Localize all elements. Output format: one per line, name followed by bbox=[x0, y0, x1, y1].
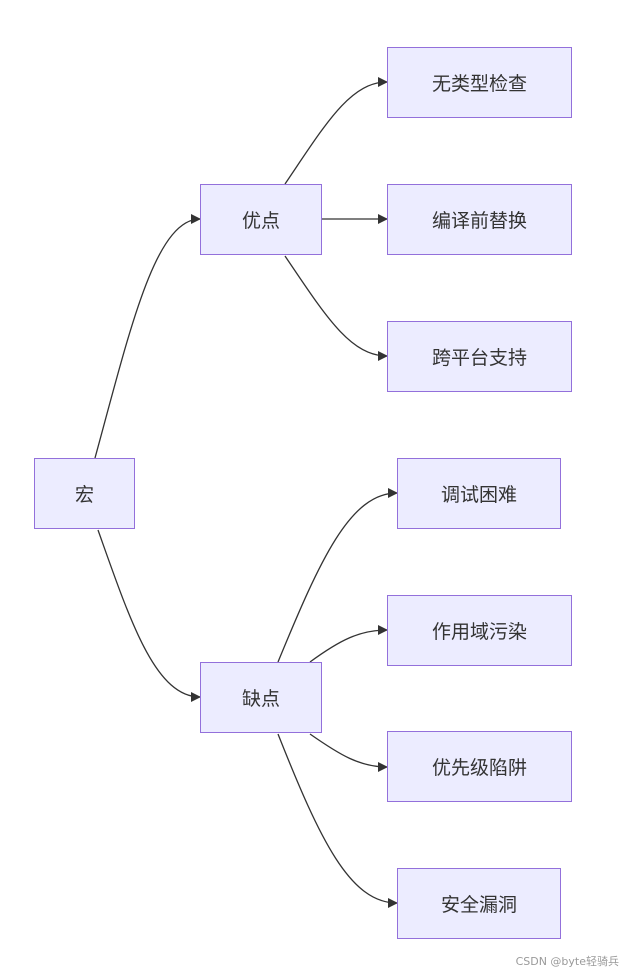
node-pro-1-label: 无类型检查 bbox=[431, 73, 527, 95]
watermark: CSDN @byte轻骑兵 bbox=[515, 955, 619, 968]
node-pro-2: 编译前替换 bbox=[387, 184, 572, 255]
edge-pros-pro3 bbox=[284, 255, 388, 361]
node-con-1-label: 调试困难 bbox=[440, 484, 517, 506]
node-con-3: 优先级陷阱 bbox=[387, 731, 572, 802]
edge-pros-pro1 bbox=[284, 77, 388, 185]
edge-cons-con1 bbox=[277, 488, 398, 663]
node-con-2-label: 作用域污染 bbox=[431, 621, 527, 643]
node-root: 宏 bbox=[34, 458, 135, 529]
edge-root-pros bbox=[94, 214, 201, 459]
edge-cons-con2 bbox=[309, 625, 388, 663]
node-root-label: 宏 bbox=[74, 484, 94, 506]
node-con-4-label: 安全漏洞 bbox=[440, 894, 517, 916]
node-pros: 优点 bbox=[200, 184, 322, 255]
node-con-1: 调试困难 bbox=[397, 458, 561, 529]
node-cons: 缺点 bbox=[200, 662, 322, 733]
node-pro-2-label: 编译前替换 bbox=[431, 210, 527, 232]
edge-cons-con3 bbox=[309, 733, 388, 772]
node-con-4: 安全漏洞 bbox=[397, 868, 561, 939]
node-pro-1: 无类型检查 bbox=[387, 47, 572, 118]
node-pro-3-label: 跨平台支持 bbox=[431, 347, 527, 369]
edge-root-cons bbox=[97, 529, 201, 702]
node-con-3-label: 优先级陷阱 bbox=[431, 757, 527, 779]
node-pros-label: 优点 bbox=[241, 210, 280, 232]
node-cons-label: 缺点 bbox=[241, 688, 280, 710]
node-con-2: 作用域污染 bbox=[387, 595, 572, 666]
node-pro-3: 跨平台支持 bbox=[387, 321, 572, 392]
edge-cons-con4 bbox=[277, 733, 398, 908]
